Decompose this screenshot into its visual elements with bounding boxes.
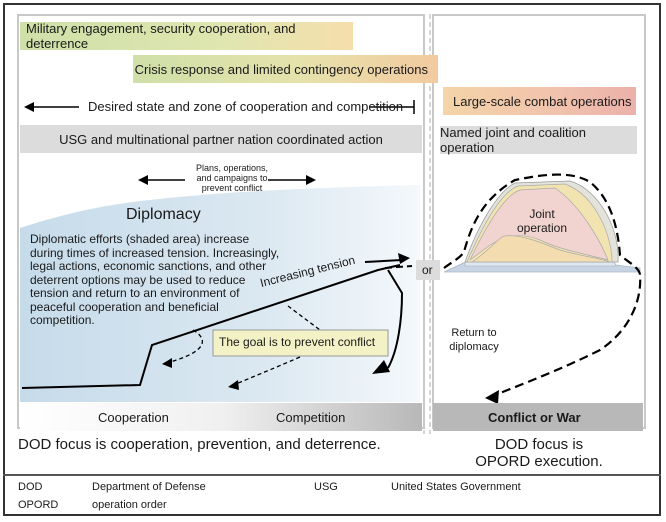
focus-right: DOD focus is OPORD execution. [475,436,603,470]
cooperation-competition-bar [20,403,422,431]
band-named-joint: Named joint and coalition operation [440,125,637,155]
desired-state-label: Desired state and zone of cooperation an… [88,99,404,114]
band-crisis-response-label: Crisis response and limited contingency … [134,61,428,77]
goal-label: The goal is to prevent conflict [219,335,376,349]
joint-dashed-outline [443,173,642,397]
legend-meaning-usg: United States Government [391,481,521,493]
legend-abbr-opord: OPORD [18,499,59,511]
band-large-scale-combat-label: Large-scale combat operations [453,93,632,109]
legend-abbr-dod: DOD [18,481,43,493]
or-box [416,260,440,280]
de-escalation-curve [387,269,404,369]
joint-operation-mound [443,173,642,404]
legend-meaning-dod: Department of Defense [92,481,206,493]
legend-meaning-opord: operation order [92,499,167,511]
legend-abbr-usg: USG [314,481,338,493]
band-usg-coordinated: USG and multinational partner nation coo… [20,125,422,153]
band-named-joint-label: Named joint and coalition operation [440,125,586,155]
tension-arrow [364,259,403,263]
desired-state-arrow [24,100,415,114]
focus-left: DOD focus is cooperation, prevention, an… [18,436,381,453]
conflict-bar [433,403,643,431]
diplomacy-description: Diplomatic efforts (shaded area) increas… [30,232,280,327]
or-label: or [422,263,433,277]
band-large-scale-combat: Large-scale combat operations [443,87,636,115]
figure-frame [3,3,661,516]
axis-competition: Competition [276,410,346,425]
dashed-divider [423,14,431,434]
axis-conflict: Conflict or War [488,410,581,425]
diplomacy-title: Diplomacy [126,206,201,223]
goal-box [212,329,389,357]
band-usg-coordinated-label: USG and multinational partner nation coo… [59,131,383,147]
plans-label: Plans, operations, and campaigns to prev… [195,163,269,193]
return-to-diplomacy-label: Return to diplomacy [449,327,499,353]
axis-cooperation: Cooperation [98,410,169,425]
band-military-engagement-label: Military engagement, security cooperatio… [26,21,296,51]
legend-divider [3,474,661,476]
band-military-engagement: Military engagement, security cooperatio… [20,21,353,51]
band-crisis-response: Crisis response and limited contingency … [133,55,438,83]
plans-arrow [138,175,316,185]
joint-operation-label: Joint operation [516,207,568,235]
